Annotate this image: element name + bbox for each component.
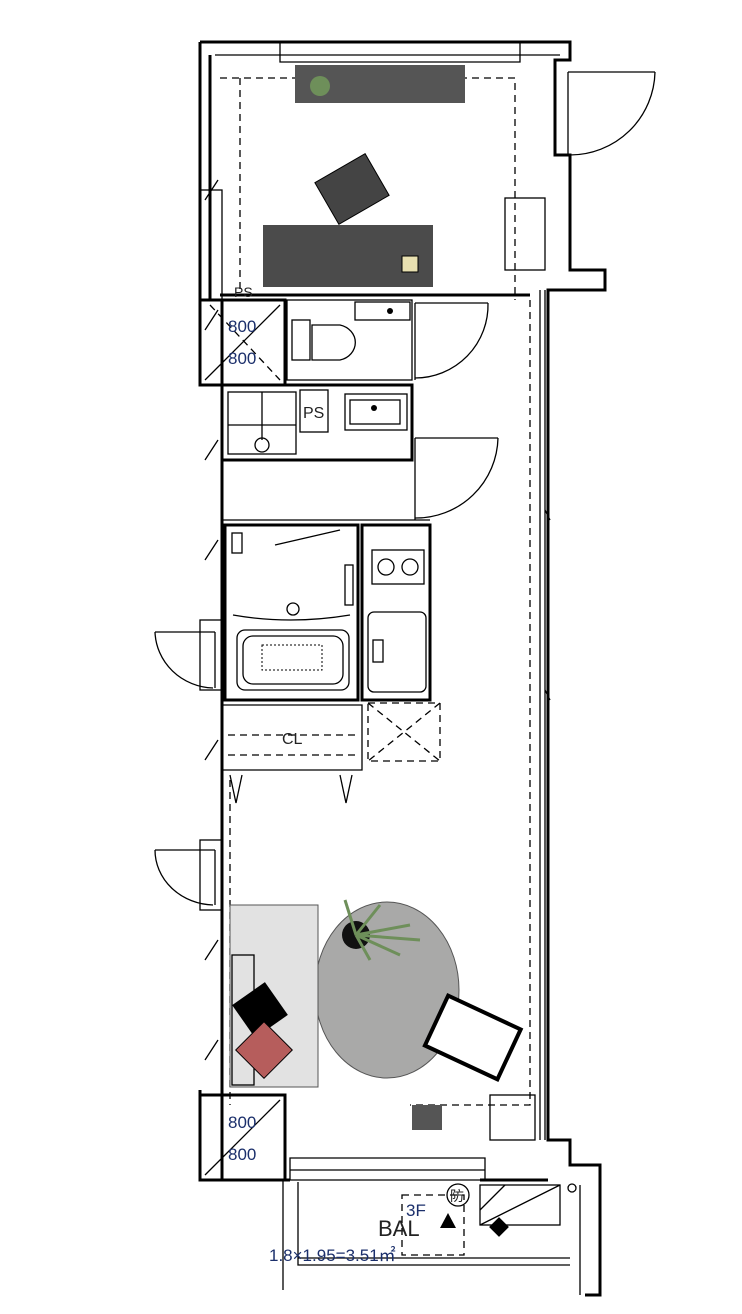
floor-label: 3F [406,1201,426,1220]
storage-bottom: 800 800 [198,1093,287,1182]
bathroom [223,523,360,702]
column-hatch [412,1105,442,1130]
balcony-label: BAL [378,1216,420,1241]
washroom: PS [220,383,499,521]
cushion-black [232,982,288,1038]
closet-label: CL [282,731,303,748]
ps-top-label: PS [234,284,253,300]
side-table [422,992,524,1082]
closet: CL [222,704,363,804]
door-top-right [567,71,656,156]
storage-top: 800 800 [198,298,287,387]
chair [314,153,390,225]
plant-icon [310,76,330,96]
fire-mark: 防 [450,1188,464,1204]
outer-walls [198,40,607,1297]
svg-text:800: 800 [228,349,256,368]
ps-label: PS [303,405,324,422]
toilet-room [286,299,489,381]
kitchen [360,523,441,762]
svg-text:800: 800 [228,317,256,336]
plant-icon [342,899,421,961]
door-left-upper [154,631,216,689]
door-left-lower [154,849,216,906]
balcony-area: 1.8×1.95=3.51㎡ [269,1246,396,1265]
svg-text:800: 800 [228,1113,256,1132]
svg-text:800: 800 [228,1145,256,1164]
balcony: 防 3F BAL 1.8×1.95=3.51㎡ [269,1157,581,1295]
cushion-red [235,1021,293,1079]
lamp-icon [401,255,419,273]
